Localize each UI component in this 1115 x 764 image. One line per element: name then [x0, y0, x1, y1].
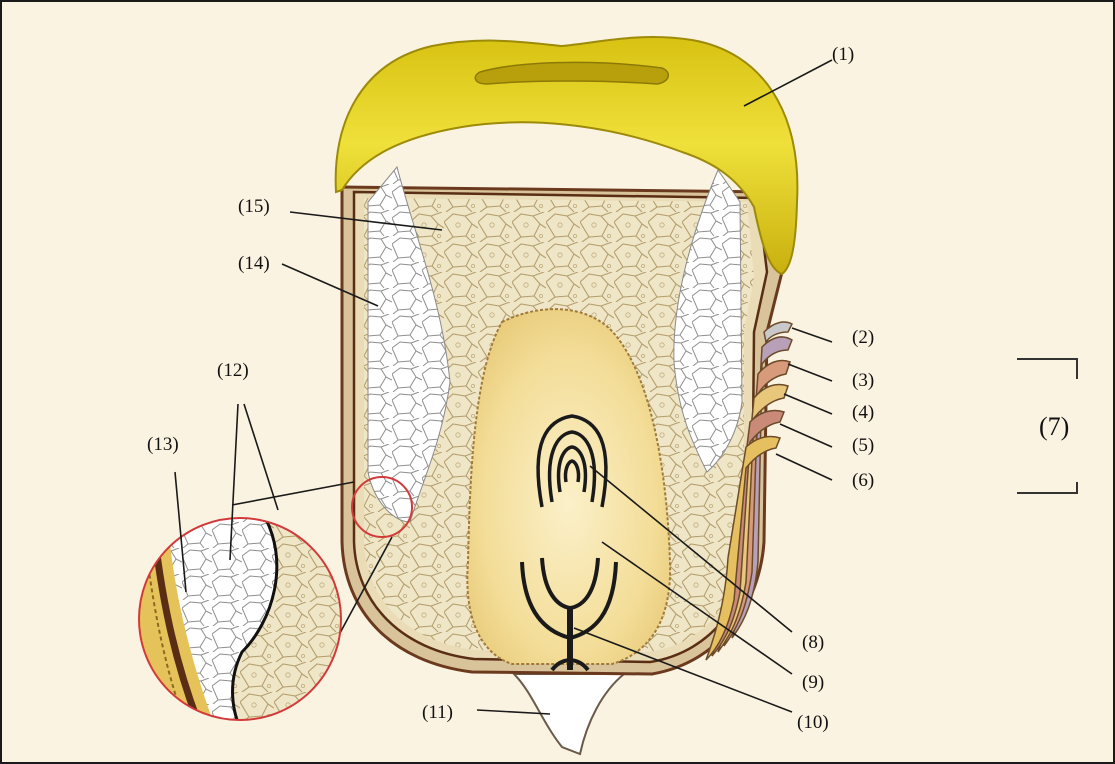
zoom-connector-top — [232, 482, 354, 505]
label-13: (13) — [147, 434, 179, 455]
label-14: (14) — [238, 253, 270, 274]
label-3: (3) — [852, 370, 874, 391]
label-5: (5) — [852, 435, 874, 456]
label-11: (11) — [422, 702, 453, 723]
label-15: (15) — [238, 196, 270, 217]
label-8: (8) — [802, 632, 824, 653]
label-4: (4) — [852, 402, 874, 423]
label-10: (10) — [797, 712, 829, 733]
tip-cap — [514, 674, 624, 754]
label-7: (7) — [1039, 412, 1069, 441]
label-6: (6) — [852, 470, 874, 491]
label-2: (2) — [852, 327, 874, 348]
magnified-inset — [132, 512, 362, 732]
label-1: (1) — [832, 44, 854, 65]
label-9: (9) — [802, 672, 824, 693]
label-12: (12) — [217, 360, 249, 381]
